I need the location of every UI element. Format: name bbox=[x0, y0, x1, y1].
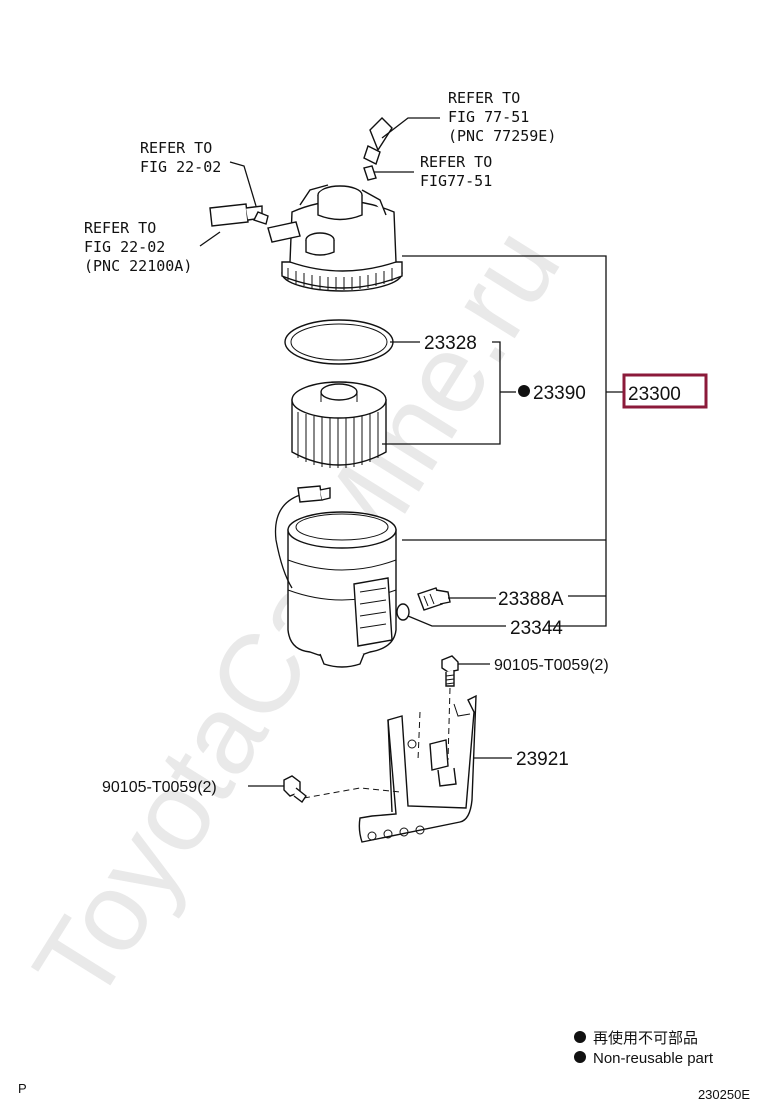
ref-line: REFER TO bbox=[140, 139, 212, 157]
ref-left: REFER TO FIG 22-02 (PNC 22100A) bbox=[84, 219, 192, 275]
legend-dot bbox=[574, 1031, 586, 1043]
o-ring-23344 bbox=[396, 603, 410, 621]
legend-en: Non-reusable part bbox=[593, 1050, 714, 1067]
part-number-23344[interactable]: 23344 bbox=[510, 618, 563, 639]
part-number-23388A[interactable]: 23388A bbox=[498, 589, 564, 610]
hoses bbox=[209, 117, 393, 227]
part-number-23328[interactable]: 23328 bbox=[424, 333, 477, 354]
part-number-90105-left[interactable]: 90105-T0059(2) bbox=[102, 779, 217, 796]
leader-lines bbox=[199, 117, 624, 787]
ref-line: FIG77-51 bbox=[420, 172, 492, 190]
bolt-top bbox=[441, 655, 459, 761]
highlight-box bbox=[622, 373, 708, 409]
part-number-90105-top[interactable]: 90105-T0059(2) bbox=[494, 657, 609, 674]
bracket-23921 bbox=[303, 694, 477, 843]
part-number-23921[interactable]: 23921 bbox=[516, 749, 569, 770]
ref-line: REFER TO bbox=[448, 89, 520, 107]
non-reusable-dot bbox=[518, 385, 530, 397]
part-number-23300[interactable]: 23300 bbox=[628, 384, 681, 405]
legend-dot bbox=[574, 1051, 586, 1063]
corner-left-label: P bbox=[18, 1081, 27, 1096]
ref-mid-right: REFER TO FIG77-51 bbox=[420, 153, 492, 190]
drain-cock-23388A bbox=[417, 587, 451, 611]
ref-line: (PNC 77259E) bbox=[448, 127, 556, 145]
filter-head bbox=[267, 165, 403, 292]
figure-code: 230250E bbox=[698, 1087, 750, 1102]
ref-line: REFER TO bbox=[420, 153, 492, 171]
o-ring-23328 bbox=[284, 319, 394, 365]
ref-line: FIG 77-51 bbox=[448, 108, 529, 126]
ref-top-right: REFER TO FIG 77-51 (PNC 77259E) bbox=[448, 89, 556, 145]
ref-line: FIG 22-02 bbox=[84, 238, 165, 256]
legend: 再使用不可部品 Non-reusable part bbox=[574, 1030, 714, 1067]
ref-top-left: REFER TO FIG 22-02 bbox=[140, 139, 221, 176]
ref-line: FIG 22-02 bbox=[140, 158, 221, 176]
part-number-23390[interactable]: 23390 bbox=[533, 383, 586, 404]
ref-line: (PNC 22100A) bbox=[84, 257, 192, 275]
bolt-left bbox=[283, 775, 307, 804]
legend-jp: 再使用不可部品 bbox=[593, 1030, 698, 1047]
filter-bowl bbox=[274, 485, 397, 668]
filter-element-23390 bbox=[291, 381, 387, 468]
ref-line: REFER TO bbox=[84, 219, 156, 237]
